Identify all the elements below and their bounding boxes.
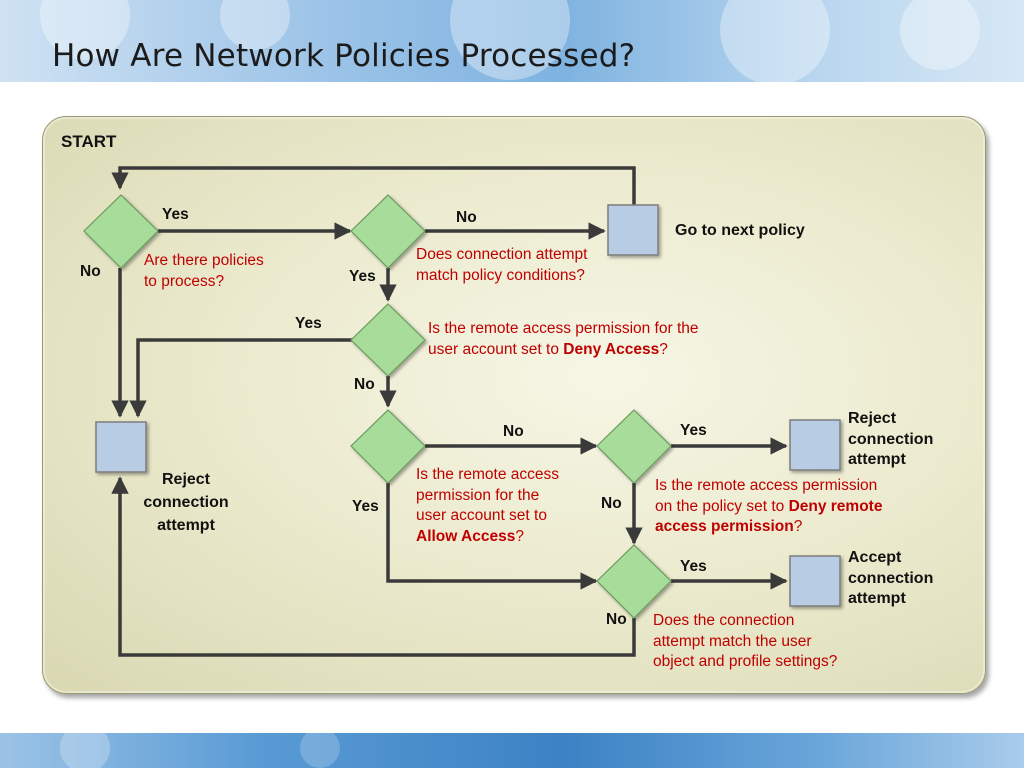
q5-yes-label: Yes	[680, 422, 707, 439]
connector-q4-yes	[386, 483, 598, 590]
q1-no-label: No	[80, 263, 101, 280]
decision-deny-access	[350, 303, 426, 377]
slide-header: How Are Network Policies Processed?	[0, 0, 1024, 82]
q3-yes-label: Yes	[295, 315, 322, 332]
question-policies-to-process: Are there policies to process?	[144, 252, 264, 290]
decorative-bubble	[300, 733, 340, 768]
decision-policy-deny-permission	[596, 409, 672, 484]
q6-no-label: No	[606, 611, 627, 628]
q2-yes-label: Yes	[349, 268, 376, 285]
connector-loop-back	[111, 166, 636, 205]
q5-no-label: No	[601, 495, 622, 512]
outcome-reject-left: Reject connection attempt	[143, 471, 229, 534]
outcome-go-to-next-policy: Go to next policy	[675, 222, 805, 239]
question-allow-access: Is the remote access permission for the …	[416, 466, 560, 545]
box-accept	[789, 555, 841, 607]
q3-no-label: No	[354, 376, 375, 393]
question-policy-deny-permission: Is the remote access permission on the p…	[655, 477, 883, 535]
question-user-profile-match: Does the connection attempt match the us…	[653, 612, 838, 670]
start-label: START	[61, 132, 117, 151]
q2-no-label: No	[456, 209, 477, 226]
connector-q6-no	[111, 476, 636, 657]
q4-no-label: No	[503, 423, 524, 440]
decorative-bubble	[60, 733, 110, 768]
slide-title: How Are Network Policies Processed?	[52, 38, 636, 74]
decision-user-profile-match	[596, 544, 672, 619]
box-go-to-next-policy	[607, 204, 659, 256]
box-reject-left	[95, 421, 147, 473]
question-deny-access: Is the remote access permission for the …	[428, 320, 699, 358]
question-match-conditions: Does connection attempt match policy con…	[416, 246, 588, 284]
decision-allow-access	[350, 409, 426, 484]
outcome-reject-right: Reject connection attempt	[848, 410, 934, 468]
q6-yes-label: Yes	[680, 558, 707, 575]
connector-q3-yes	[129, 338, 352, 418]
slide-footer-band	[0, 733, 1024, 768]
decorative-bubble	[900, 0, 980, 70]
decision-match-conditions	[350, 194, 426, 269]
outcome-accept: Accept connection attempt	[848, 549, 934, 607]
box-reject-right	[789, 419, 841, 471]
decorative-bubble	[720, 0, 830, 82]
decision-policies-to-process	[83, 194, 159, 269]
q4-yes-label: Yes	[352, 498, 379, 515]
q1-yes-label: Yes	[162, 206, 189, 223]
